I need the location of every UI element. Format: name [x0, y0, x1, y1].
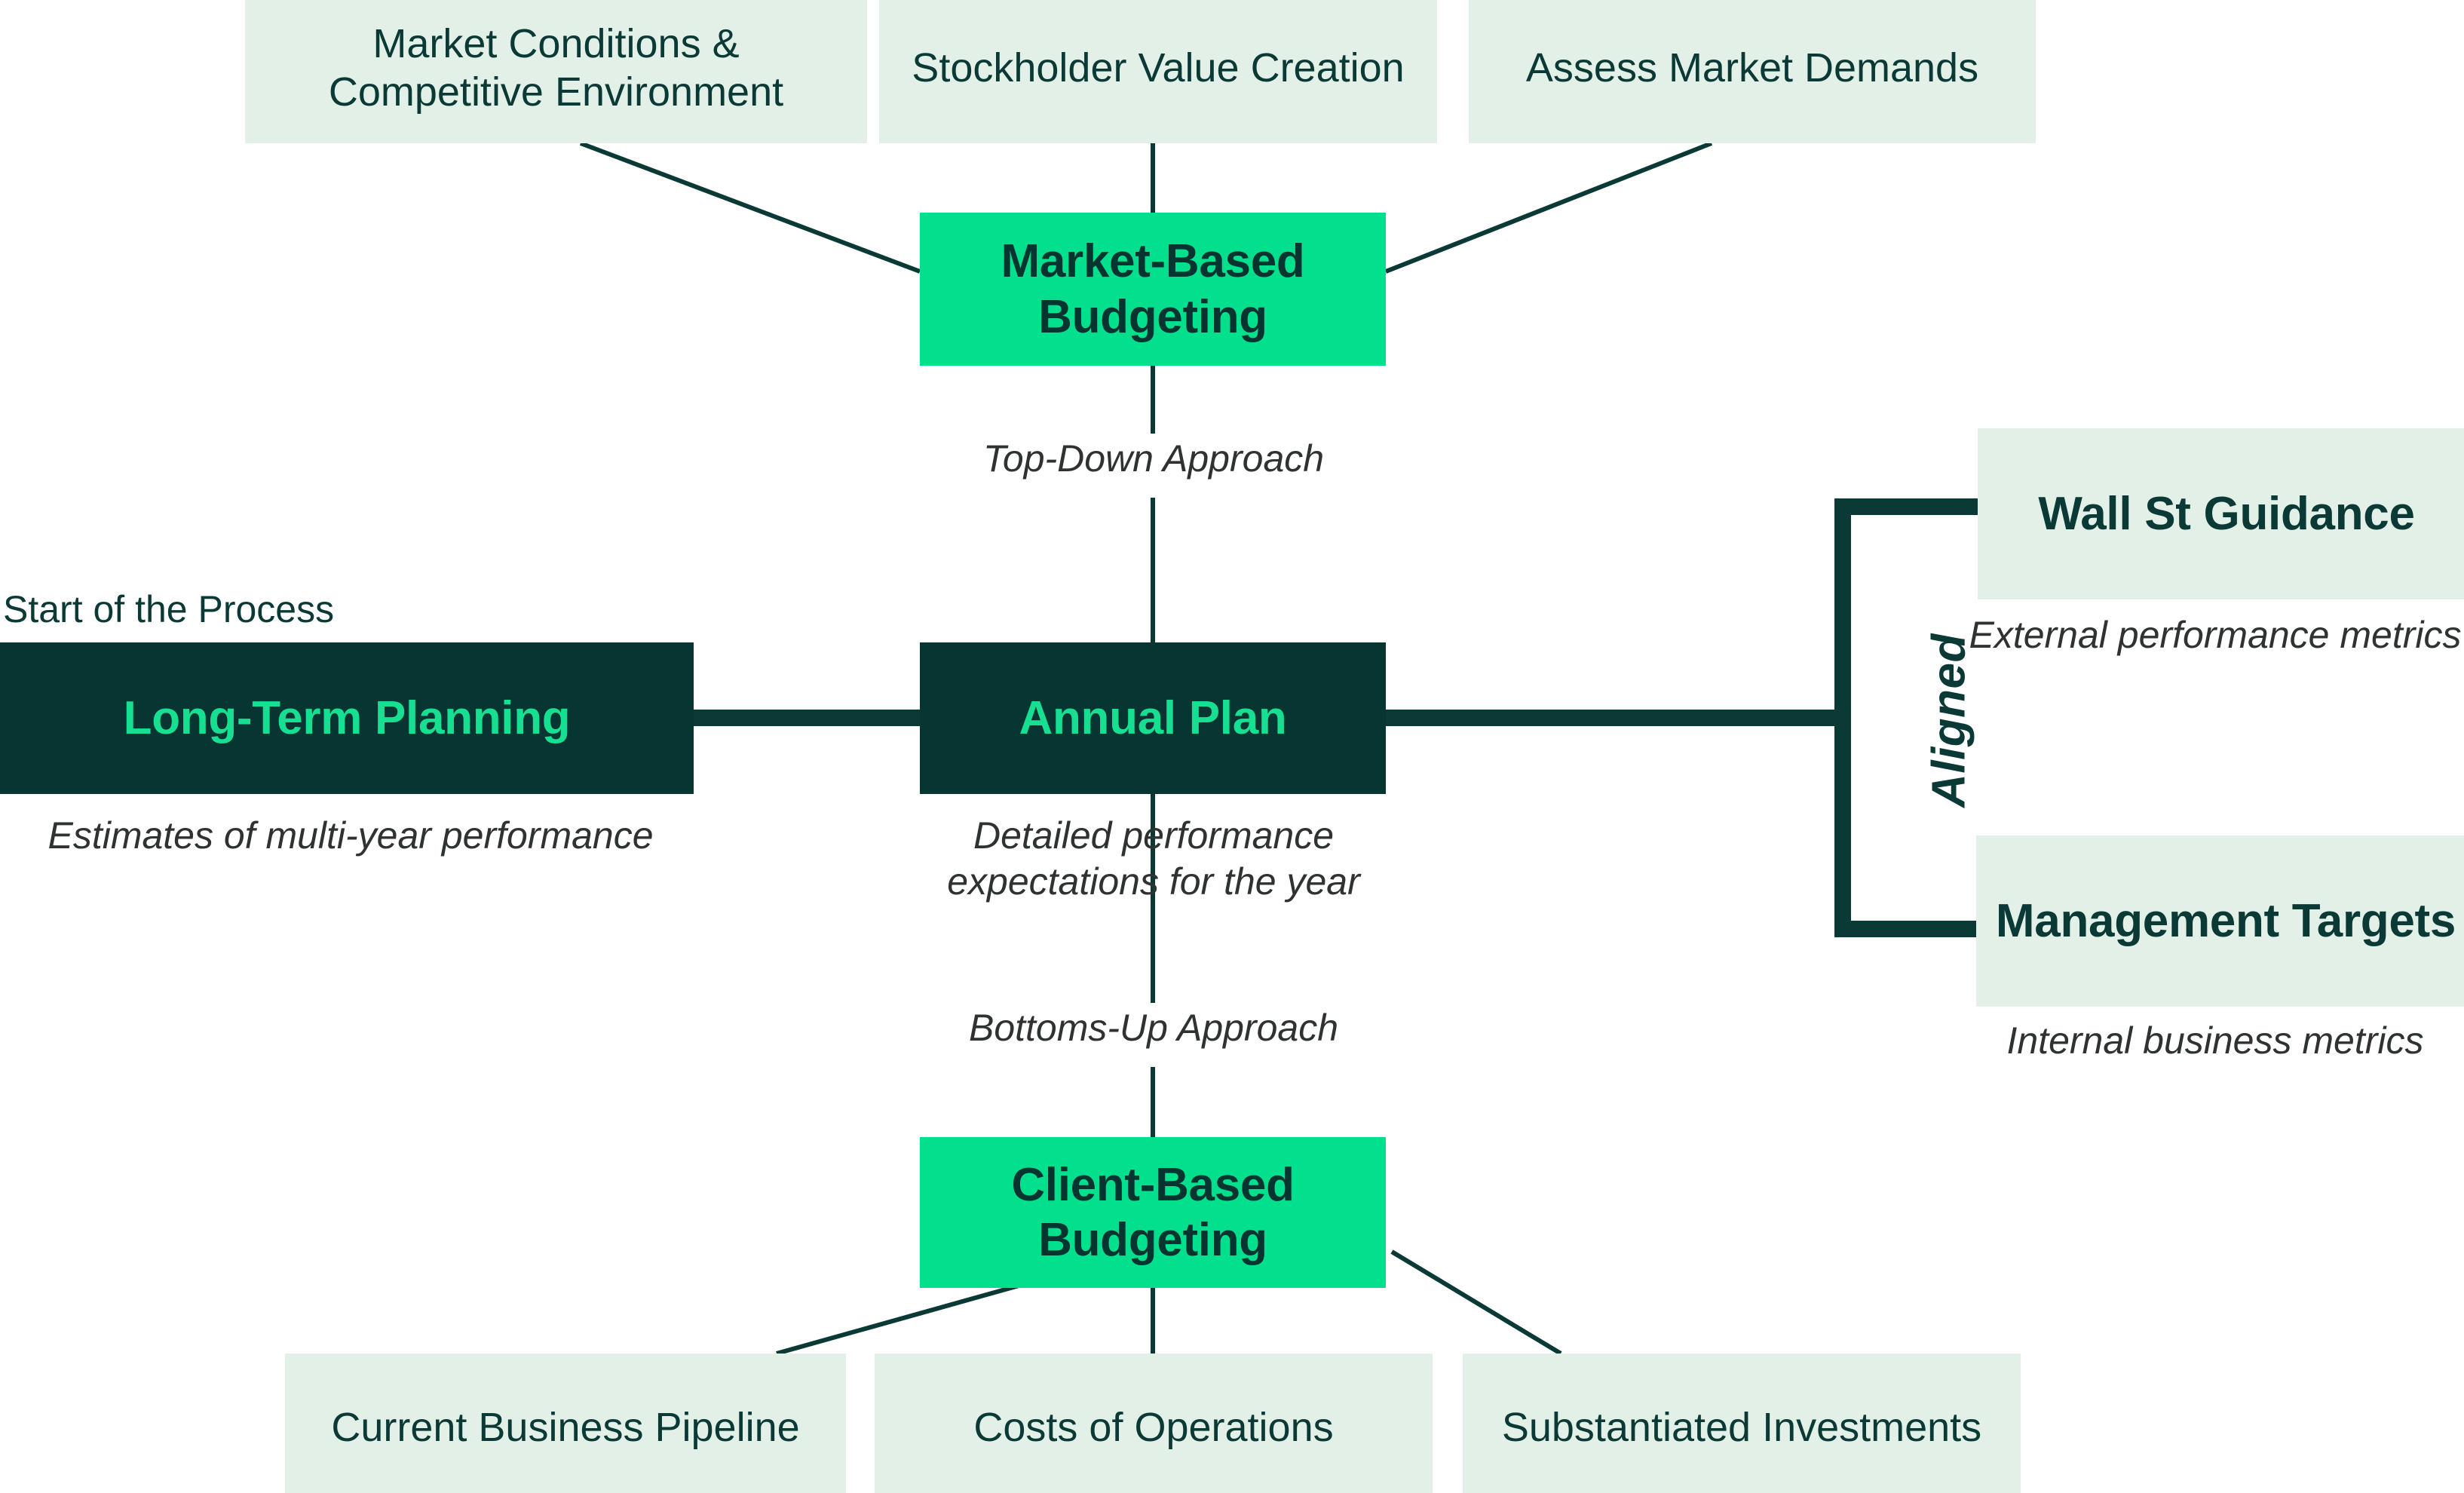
caption-bottoms-up-approach-text: Bottoms-Up Approach [968, 1007, 1339, 1049]
caption-management-targets: Internal business metrics [1966, 1018, 2464, 1064]
node-wall-st-guidance-label: Wall St Guidance [2038, 487, 2415, 540]
caption-bottoms-up-approach: Bottoms-Up Approach [897, 1005, 1410, 1051]
leaf-substantiated-investments-label: Substantiated Investments [1501, 1405, 1982, 1451]
caption-top-down-approach-text: Top-Down Approach [982, 437, 1325, 480]
node-long-term-planning-label: Long-Term Planning [123, 691, 571, 744]
hub-client-based-budgeting[interactable]: Client-Based Budgeting [920, 1137, 1386, 1288]
caption-annual-plan-text: Detailed performance expectations for th… [947, 814, 1360, 903]
node-management-targets[interactable]: Management Targets [1976, 835, 2464, 1007]
node-long-term-planning[interactable]: Long-Term Planning [0, 642, 694, 794]
label-start-of-process: Start of the Process [3, 587, 531, 632]
caption-management-targets-text: Internal business metrics [2006, 1019, 2424, 1062]
node-wall-st-guidance[interactable]: Wall St Guidance [1978, 428, 2464, 599]
line-top-right [1384, 141, 1713, 274]
node-annual-plan[interactable]: Annual Plan [920, 642, 1386, 794]
leaf-stockholder-value-label: Stockholder Value Creation [912, 45, 1405, 91]
line-bottom-right [1390, 1249, 1562, 1356]
hub-client-based-budgeting-label: Client-Based Budgeting [1011, 1158, 1295, 1266]
leaf-market-conditions-label: Market Conditions & Competitive Environm… [328, 21, 784, 115]
line-top-left [579, 141, 921, 274]
hub-market-based-budgeting[interactable]: Market-Based Budgeting [920, 213, 1386, 366]
leaf-current-business-pipeline[interactable]: Current Business Pipeline [285, 1354, 846, 1493]
node-annual-plan-label: Annual Plan [1019, 691, 1287, 744]
leaf-assess-market-demands[interactable]: Assess Market Demands [1469, 0, 2036, 143]
caption-wall-st-guidance: External performance metrics [1966, 612, 2464, 658]
leaf-current-business-pipeline-label: Current Business Pipeline [331, 1405, 800, 1451]
leaf-costs-of-operations-label: Costs of Operations [973, 1405, 1334, 1451]
leaf-assess-market-demands-label: Assess Market Demands [1525, 45, 1979, 91]
label-aligned-bracket-text: Aligned [1923, 633, 1975, 808]
leaf-stockholder-value[interactable]: Stockholder Value Creation [879, 0, 1437, 143]
label-start-of-process-text: Start of the Process [3, 588, 335, 630]
node-management-targets-label: Management Targets [1995, 894, 2456, 947]
leaf-market-conditions[interactable]: Market Conditions & Competitive Environm… [245, 0, 867, 143]
caption-long-term-planning-text: Estimates of multi-year performance [48, 814, 654, 857]
caption-wall-st-guidance-text: External performance metrics [1969, 614, 2462, 656]
caption-long-term-planning: Estimates of multi-year performance [38, 813, 664, 859]
leaf-substantiated-investments[interactable]: Substantiated Investments [1463, 1354, 2021, 1493]
hub-market-based-budgeting-label: Market-Based Budgeting [1001, 235, 1305, 343]
caption-top-down-approach: Top-Down Approach [897, 436, 1410, 482]
leaf-costs-of-operations[interactable]: Costs of Operations [875, 1354, 1433, 1493]
caption-annual-plan: Detailed performance expectations for th… [875, 813, 1433, 905]
